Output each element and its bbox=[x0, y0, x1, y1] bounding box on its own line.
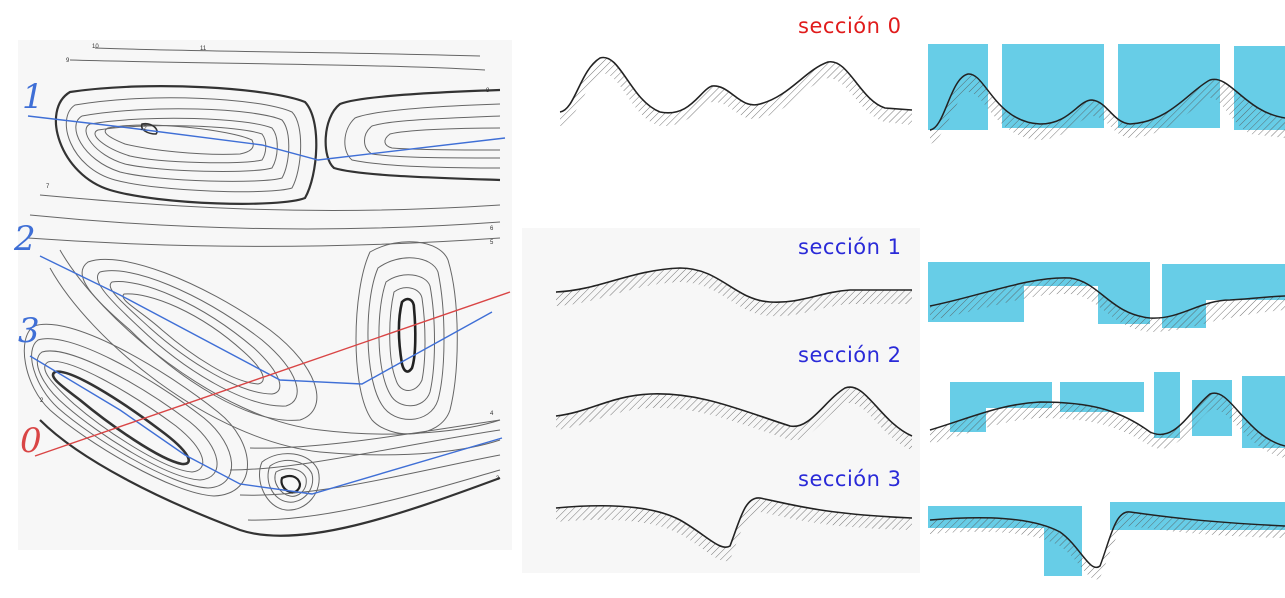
section-line-2 bbox=[39, 255, 493, 385]
contour-value: 7 bbox=[46, 184, 50, 190]
contour-value: 4 bbox=[490, 411, 494, 417]
contour-value: 11 bbox=[200, 46, 207, 52]
contour-value: 3 bbox=[496, 476, 500, 482]
comparison-section-0 bbox=[928, 44, 1285, 144]
comparison-section-2 bbox=[929, 372, 1285, 458]
section-3-label: sección 3 bbox=[798, 467, 902, 491]
profile-section-3 bbox=[555, 497, 913, 562]
map-paper bbox=[18, 40, 512, 550]
section-0-label: sección 0 bbox=[798, 14, 902, 38]
profile-line-0 bbox=[559, 56, 913, 114]
profile-section-2 bbox=[555, 386, 913, 450]
comparison-section-1 bbox=[928, 262, 1285, 332]
contour-value: 10 bbox=[92, 44, 99, 50]
contour-lines bbox=[23, 47, 501, 537]
section-2-label: sección 2 bbox=[798, 343, 902, 367]
section-line-1 bbox=[27, 115, 506, 161]
section-line-0 bbox=[34, 291, 511, 457]
profile-section-0 bbox=[559, 56, 913, 127]
contour-values: 10 11 9 12 8 7 6 5 4 3 2 bbox=[40, 44, 500, 482]
contour-value: 2 bbox=[40, 398, 44, 404]
section-lines bbox=[27, 115, 511, 495]
contour-value: 6 bbox=[490, 226, 494, 232]
contour-value: 8 bbox=[486, 88, 490, 94]
contour-value: 5 bbox=[490, 240, 494, 246]
section-mark-0: 0 bbox=[20, 421, 42, 461]
contour-value: 9 bbox=[66, 58, 70, 64]
comparison-section-3 bbox=[928, 502, 1285, 580]
profile-section-1 bbox=[555, 267, 912, 317]
contour-map: 10 11 9 12 8 7 6 5 4 3 2 1 2 3 0 bbox=[13, 40, 512, 550]
section-line-3 bbox=[29, 355, 503, 495]
section-mark-1: 1 bbox=[22, 77, 44, 117]
contour-value: 12 bbox=[140, 126, 147, 132]
section-mark-3: 3 bbox=[18, 311, 40, 351]
section-1-label: sección 1 bbox=[798, 235, 902, 259]
section-mark-2: 2 bbox=[13, 219, 36, 259]
